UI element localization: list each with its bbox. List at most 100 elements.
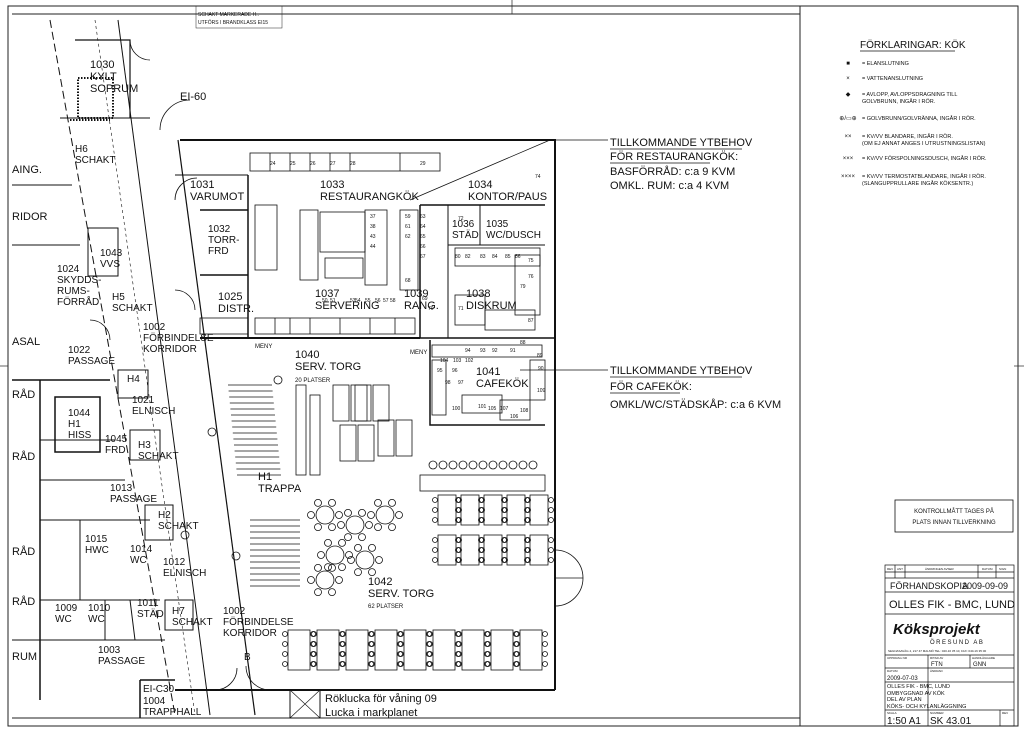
- kitchen-item-number: 50: [322, 298, 328, 304]
- room-label-r1043-1: VVS: [100, 259, 120, 270]
- chair: [340, 661, 346, 667]
- chair: [432, 557, 438, 563]
- room-label-r1038-0: 1038: [466, 288, 490, 300]
- chair: [427, 651, 433, 657]
- chair: [548, 537, 554, 543]
- room-label-r1013-1: PASSAGE: [110, 494, 157, 505]
- table: [339, 424, 357, 462]
- kitchen-item-number: 51: [330, 298, 336, 304]
- kitchen-item-number: 79: [520, 284, 526, 290]
- room-label-eic30-0: EI-C30: [143, 684, 175, 695]
- room-label-meny2-0: MENY: [410, 350, 427, 356]
- room-label-r1031-0: 1031: [190, 179, 214, 191]
- roklucka-line2: Lucka i markplanet: [325, 707, 417, 719]
- room-label-r1002a-1: FÖRBINDELSE: [143, 332, 214, 344]
- kitchen-item-number: 64: [420, 224, 426, 230]
- tb-project: OLLES FIK - BMC, LUND: [889, 599, 1015, 611]
- chair: [358, 508, 366, 517]
- roklucka-line1: Röklucka för våning 09: [325, 693, 437, 705]
- tb-status-date: 2009-09-09: [962, 581, 1008, 591]
- chair: [375, 556, 383, 564]
- tb-skala: 1:50 A1: [887, 716, 921, 727]
- legend-text: = AVLOPP, AVLOPPSDRAGNING TILL: [862, 92, 957, 98]
- kitchen-item-number: 70: [428, 306, 434, 312]
- control-note-line2: PLATS INNAN TILLVERKNING: [912, 520, 996, 526]
- room-label-r1009-0: 1009: [55, 603, 78, 614]
- chair: [369, 661, 375, 667]
- control-note-line1: KONTROLLMÅTT TAGES PÅ: [914, 508, 994, 515]
- chair: [548, 517, 554, 523]
- room-label-r1024-1: SKYDDS-: [57, 275, 101, 286]
- chair: [358, 533, 366, 542]
- room-label-r1044-2: HISS: [68, 430, 92, 441]
- room-label-r1032-0: 1032: [208, 224, 231, 235]
- room-label-r1004-1: TRAPPHALL: [143, 707, 202, 718]
- table: [372, 384, 390, 422]
- chair: [548, 547, 554, 553]
- chair: [311, 631, 317, 637]
- room-label-r1002a-0: 1002: [143, 322, 166, 333]
- room-label-r1040-1: SERV. TORG: [295, 361, 361, 373]
- room-label-r1040_seats-0: 20 PLATSER: [295, 378, 331, 384]
- room-label-r1025-0: 1025: [218, 291, 242, 303]
- kitchen-item-number: 25: [290, 161, 296, 167]
- room-label-r1032-1: TORR-: [208, 235, 239, 246]
- room-label-h4-0: H4: [127, 374, 140, 385]
- tb-skala-label: SKALA: [887, 711, 897, 715]
- kitchen-item-number: 100: [452, 406, 461, 412]
- kitchen-item-number: 105: [488, 406, 497, 412]
- room-label-r1043-0: 1043: [100, 248, 123, 259]
- chair: [325, 545, 345, 565]
- room-label-r1045-0: 1045: [105, 434, 128, 445]
- kitchen-item-number: 44: [370, 244, 376, 250]
- kitchen-item-number: 91: [510, 348, 516, 354]
- chair: [478, 547, 484, 553]
- kitchen-item-number: 71: [458, 306, 464, 312]
- room-label-r1042_seats-0: 62 PLATSER: [368, 604, 404, 610]
- chair: [528, 460, 538, 470]
- chair: [374, 523, 382, 532]
- chair: [427, 631, 433, 637]
- tb-company-sub: ÖRESUND AB: [930, 639, 984, 646]
- chair: [354, 568, 362, 577]
- chair: [307, 576, 315, 584]
- chair: [338, 563, 346, 572]
- room-label-h5-0: H5: [112, 292, 125, 303]
- room-label-r1045-1: FRD: [105, 445, 126, 456]
- room-label-h1trappa-1: TRAPPA: [258, 483, 302, 495]
- chair: [455, 547, 461, 553]
- chair: [428, 460, 438, 470]
- room-label-rad1-0: RÅD: [12, 450, 35, 463]
- room-label-r1012-1: ELNISCH: [163, 568, 206, 579]
- chair: [398, 641, 404, 647]
- table: [403, 629, 427, 671]
- legend: FÖRKLARINGAR: KÖK ■= ELANSLUTNING×= VATT…: [839, 39, 987, 187]
- room-label-h2-0: H2: [158, 510, 171, 521]
- chair: [498, 460, 508, 470]
- kitchen-item-number: 65: [420, 234, 426, 240]
- legend-text: = VATTENANSLUTNING: [862, 76, 923, 82]
- room-label-meny1-0: MENY: [255, 344, 272, 350]
- tb-ritad-label: RITAD AV: [930, 656, 943, 660]
- kitchen-equipment: [199, 152, 546, 492]
- room-label-r1042-0: 1042: [368, 576, 392, 588]
- chair: [328, 523, 336, 532]
- tb-rev-h0: REV: [887, 567, 893, 571]
- kitchen-item-number: 68: [405, 278, 411, 284]
- chair: [324, 563, 332, 572]
- legend-text: = KV/VV TERMOSTATBLANDARE, INGÅR I RÖR.: [862, 173, 986, 180]
- room-label-ridor_top-0: RIDOR: [12, 211, 48, 223]
- chair: [369, 631, 375, 637]
- room-label-r1040-0: 1040: [295, 349, 319, 361]
- kitchen-item-number: 63: [420, 214, 426, 220]
- room-label-r1035-0: 1035: [486, 219, 509, 230]
- kitchen-item-number: 108: [520, 408, 529, 414]
- kitchen-item-number: 97: [458, 380, 464, 386]
- chair: [282, 651, 288, 657]
- table: [506, 494, 526, 526]
- kitchen-item-number: 61: [405, 224, 411, 230]
- chair: [542, 651, 548, 657]
- legend-text: = GOLVBRUNN/GOLVRÄNNA, INGÅR I RÖR.: [862, 115, 976, 122]
- room-label-r1039-1: RANG.: [404, 300, 439, 312]
